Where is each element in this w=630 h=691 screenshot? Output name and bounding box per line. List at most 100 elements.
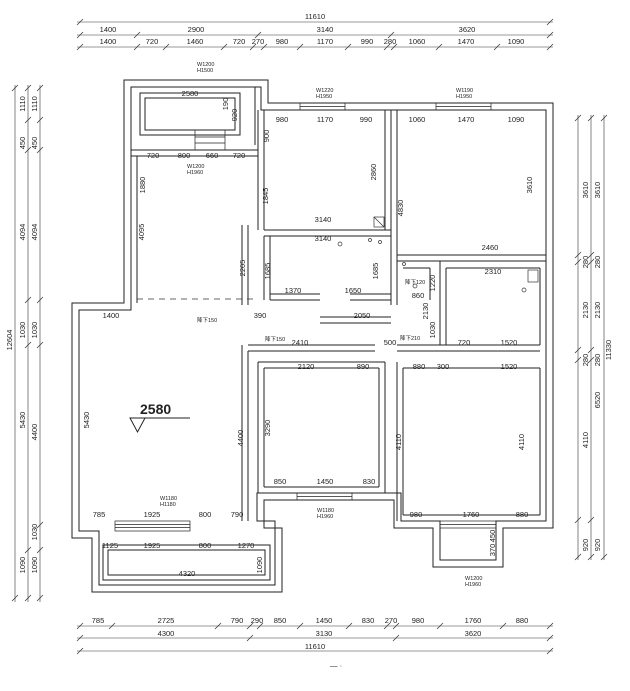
bottom-dim: 850 [274,616,287,625]
dimension-tick [546,622,554,630]
dimension-tick [390,43,398,51]
bottom-dim: 830 [362,616,375,625]
dimension-tick [260,43,268,51]
right-dim: 920 [581,539,590,552]
fixtures [337,216,539,293]
interior-dim: 1520 [501,362,518,371]
top-dim: 3140 [317,25,334,34]
interior-dim: 660 [206,151,219,160]
interior-dim: 5430 [82,412,91,429]
window-note: W1200 [187,164,204,170]
left-dimension-labels: 12604 1110 450 4094 1030 5430 1090 1110 … [5,96,39,573]
top-dim: 720 [233,37,246,46]
interior-dim: 880 [516,510,529,519]
left-dim: 4400 [30,424,39,441]
interior-dim: 4400 [236,430,245,447]
bottom-dim: 1450 [316,616,333,625]
interior-dim: 880 [413,362,426,371]
dimension-tick [220,43,228,51]
left-dim: 450 [18,137,27,150]
dimension-tick [546,18,554,26]
dimension-tick [546,634,554,642]
interior-dim: 800 [199,510,212,519]
interior-dim: 920 [230,109,239,122]
bottom-dim: 1760 [465,616,482,625]
interior-dim: 1170 [317,115,333,124]
top-total-dim: 11610 [305,12,325,21]
bottom-dim: 790 [231,616,244,625]
window-note: W1180 [317,508,334,514]
dimension-tick [133,43,141,51]
left-dim: 1030 [18,322,27,339]
interior-dim: 720 [458,338,471,347]
dimension-tick [344,43,352,51]
right-dim: 280 [581,256,590,269]
dimension-tick [600,114,608,122]
interior-dim: 4110 [394,434,403,450]
elevation-label: 2580 [140,401,171,417]
interior-dim: 1685 [263,263,272,280]
dimension-tick [214,622,222,630]
window-note: H1180 [160,502,176,508]
top-dim: 1060 [409,37,426,46]
dimension-tick [574,356,582,364]
interior-dim: 980 [276,115,289,124]
top-dim: 720 [146,37,159,46]
left-dim: 1090 [30,557,39,574]
dimension-tick [296,622,304,630]
dimension-tick [108,622,116,630]
dimension-tick [24,146,32,154]
level-notes: 降下150 降下150 降下120 降下210 [197,278,425,343]
dimension-tick [587,251,595,259]
interior-dim: 785 [93,510,106,519]
dimension-tick [76,18,84,26]
dimension-tick [249,43,257,51]
interior-dim: 1220 [428,275,437,292]
interior-dim: 1760 [463,510,480,519]
dimension-tick [546,31,554,39]
dimension-tick [574,258,582,266]
interior-dim: 720 [147,151,160,160]
interior-dim: 1125 [102,541,118,550]
interior-dim: 790 [231,510,244,519]
interior-dim: 1925 [144,510,161,519]
interior-dim: 860 [412,291,425,300]
interior-dim: 2460 [482,243,499,252]
dimension-tick [246,622,254,630]
interior-dim: 1650 [345,286,362,295]
dimension-tick [392,634,400,642]
top-dim: 990 [361,37,374,46]
right-dim: 3610 [593,182,602,199]
top-dim: 1090 [508,37,525,46]
dimension-tick [587,356,595,364]
dimension-tick [574,346,582,354]
right-dim: 280 [593,256,602,269]
dimension-tick [345,622,353,630]
interior-dim: 2120 [298,362,315,371]
dimension-tick [435,43,443,51]
interior-dim: 1925 [144,541,161,550]
interior-dim: 4095 [137,224,146,241]
interior-dim: 800 [178,151,191,160]
interior-dim: 2050 [354,311,371,320]
dimension-tick [296,43,304,51]
top-dimension-labels: 11610 1400 2900 3140 3620 1400 720 1460 … [100,12,525,46]
right-dim: 6520 [593,392,602,409]
interior-dim: 1470 [458,115,475,124]
top-dim: 1460 [187,37,204,46]
dimension-tick [11,84,19,92]
interior-dim: 990 [360,115,373,124]
dimension-tick [162,43,170,51]
interior-dim: 2580 [182,89,199,98]
level-note: 降下120 [405,278,425,286]
top-dim: 3620 [459,25,476,34]
interior-dim: 2130 [421,303,430,320]
interior-dim: 3610 [525,177,534,194]
dimension-tick [493,43,501,51]
interior-dim: 1370 [285,286,302,295]
dimension-tick [24,546,32,554]
dimension-tick [24,116,32,124]
dimension-tick [574,251,582,259]
interior-dim: 3140 [315,215,332,224]
dimension-tick [587,346,595,354]
